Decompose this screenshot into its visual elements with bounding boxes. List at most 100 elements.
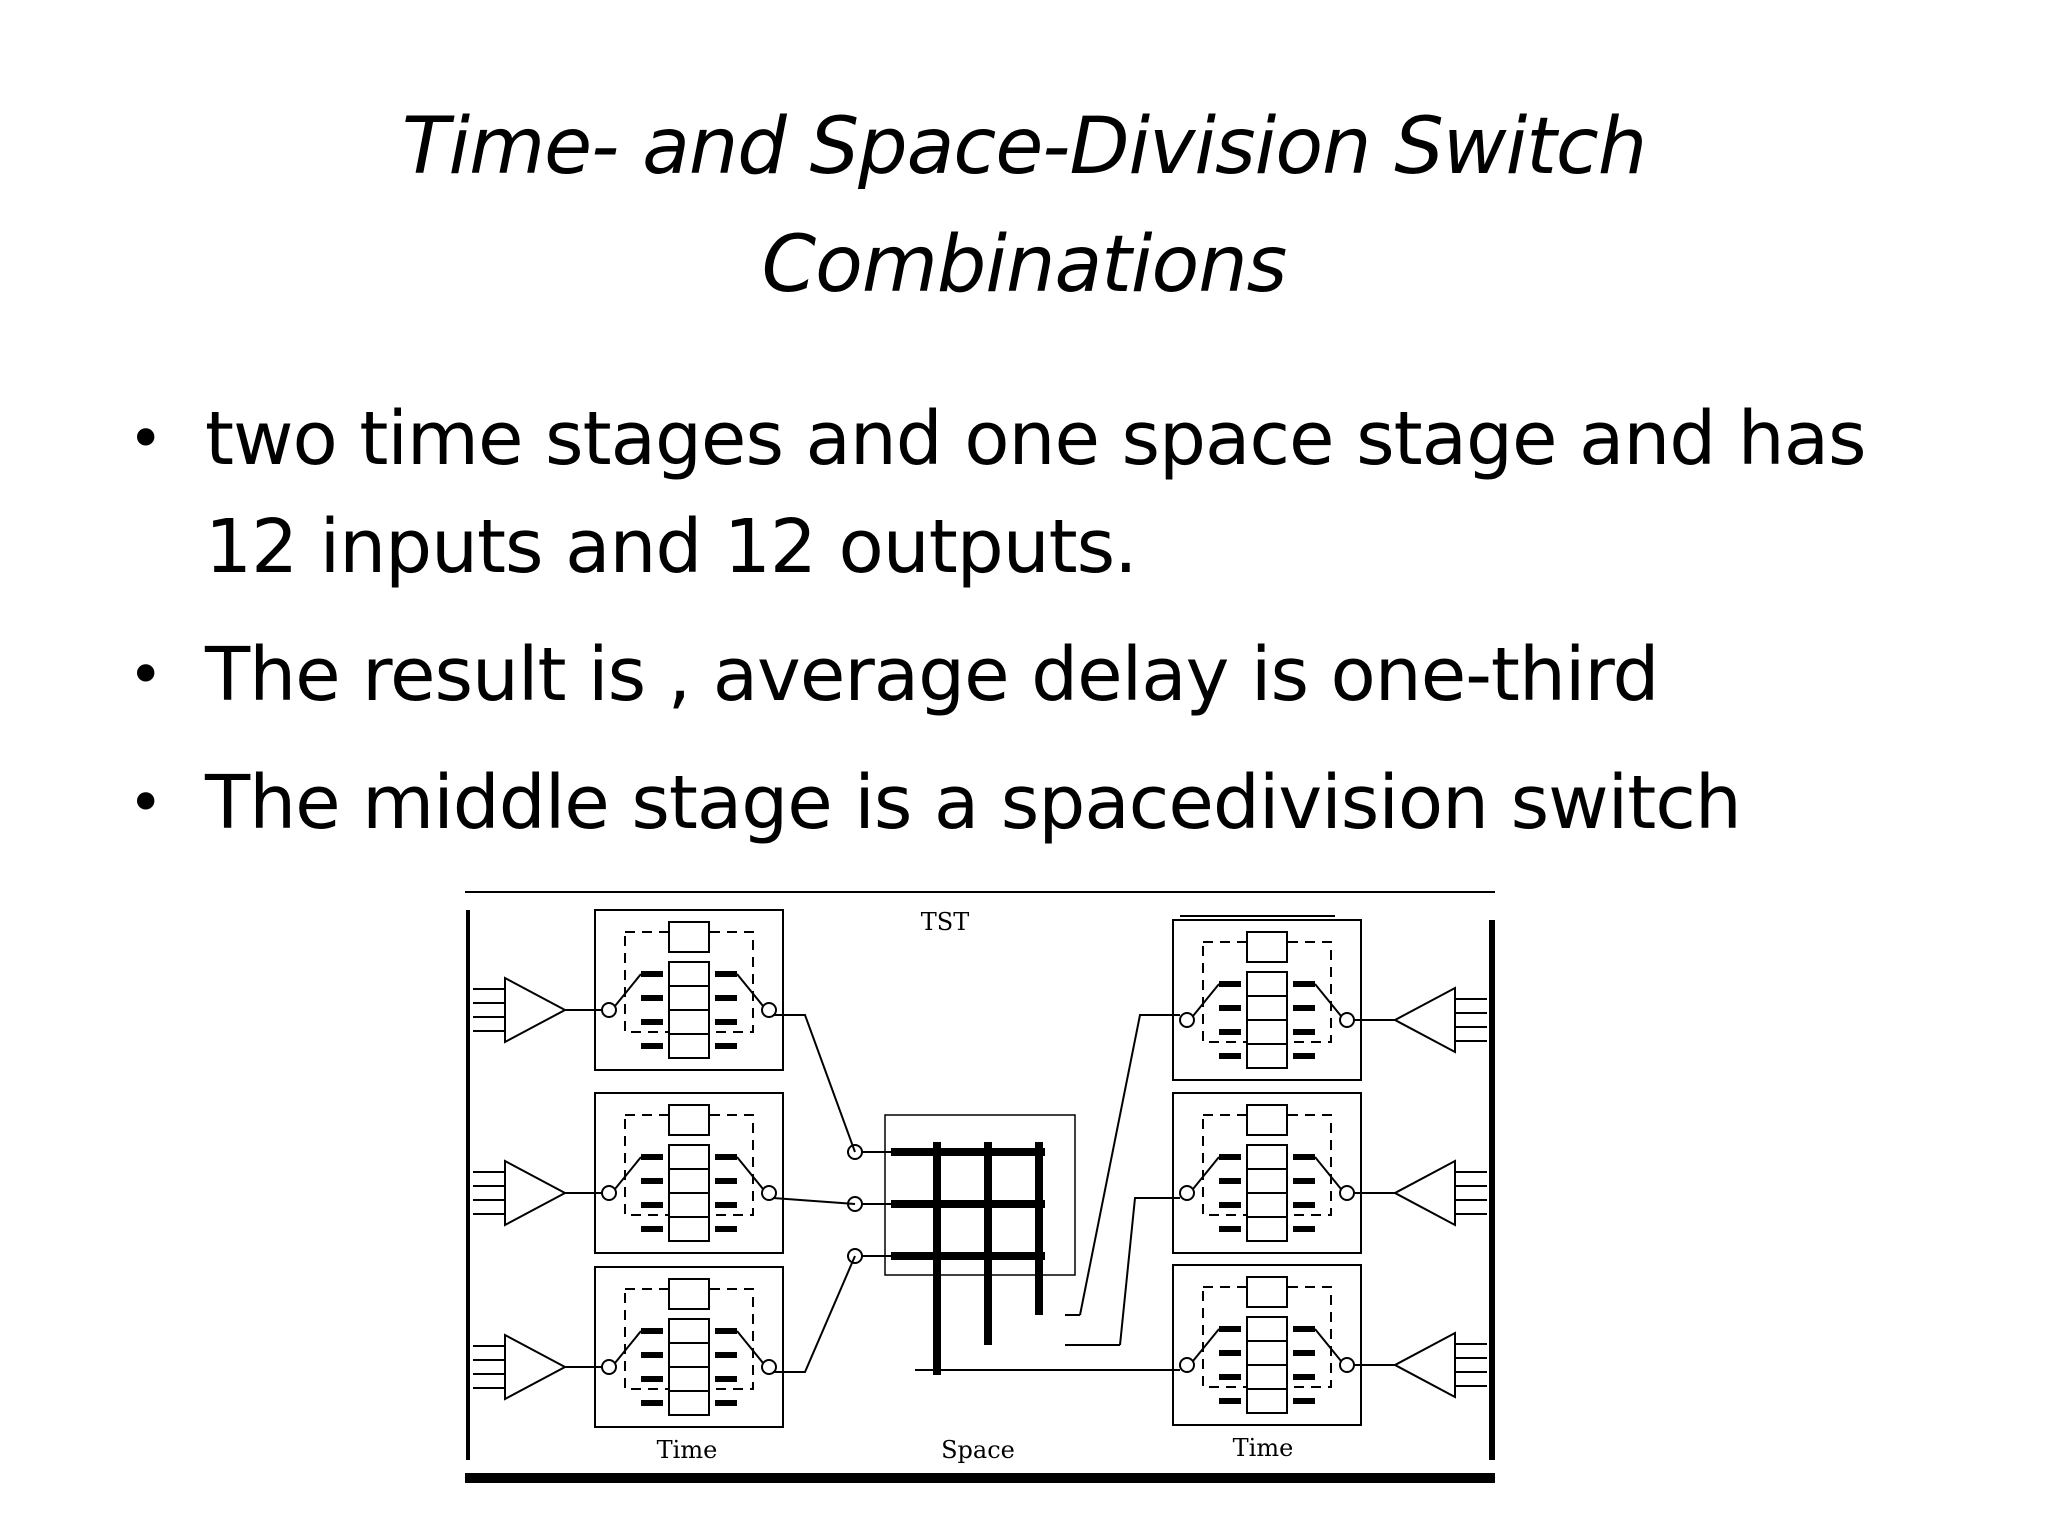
tsi-memory-slot [1246, 1192, 1288, 1218]
tsi-memory-slot [668, 1144, 710, 1170]
tsi-memory-slot [1246, 971, 1288, 997]
slide-title: Time- and Space-Division Switch Combinat… [0, 88, 2048, 324]
tst-switch-diagram: TST Time Space Time [465, 891, 1495, 1483]
tsi-memory-slot [668, 1033, 710, 1059]
connection-line [773, 1255, 856, 1373]
bullet-text: The result is , average delay is one-thi… [205, 632, 1660, 718]
mux-triangle [504, 1159, 568, 1227]
connection-line [1119, 1197, 1180, 1346]
tsi-box [1172, 1264, 1362, 1426]
tsi-input-node [601, 1185, 617, 1201]
tsi-memory-slot [1246, 1144, 1288, 1170]
left-time-label: Time [657, 1436, 718, 1464]
bullet-dot-icon: • [128, 640, 163, 710]
tsi-memory-slot [668, 985, 710, 1011]
tsi-selector-arm [1192, 1156, 1220, 1190]
tsi-memory-slot [668, 1366, 710, 1392]
tsi-memory-slot [668, 961, 710, 987]
mux-triangle [1392, 986, 1456, 1054]
bullet-text: The middle stage is a spacedivision swit… [205, 760, 1742, 846]
tsi-memory-slot [668, 1168, 710, 1194]
tsi-box [1172, 1092, 1362, 1254]
tsi-memory-slot [668, 1192, 710, 1218]
stage-connections [772, 1014, 1180, 1373]
demultiplexer-icon [1392, 1159, 1487, 1227]
tsi-selector-arm [1314, 1156, 1342, 1190]
tsi-input-node [1179, 1012, 1195, 1028]
tsi-selector-arm [1314, 983, 1342, 1017]
tsi-selector-arm [736, 1156, 764, 1190]
demultiplexer-icon [1392, 986, 1487, 1054]
tsi-memory-slot [1246, 995, 1288, 1021]
tsi-memory-slot [668, 1390, 710, 1416]
time-slot-interchange [594, 1266, 784, 1428]
tsi-selector-arm [736, 973, 764, 1007]
tsi-control-store [1246, 931, 1288, 963]
tsi-selector-arm [614, 973, 642, 1007]
connection-line [773, 1014, 856, 1153]
title-line-1: Time- and Space-Division Switch [401, 102, 1647, 192]
tsi-input-node [601, 1359, 617, 1375]
tsi-memory-slot [668, 1342, 710, 1368]
tsi-box [594, 909, 784, 1071]
bullet-list: • two time stages and one space stage an… [120, 385, 1940, 877]
space-stage [847, 1114, 1120, 1375]
tsi-box [594, 1092, 784, 1254]
bullet-item: • The middle stage is a spacedivision sw… [120, 749, 1940, 857]
mux-triangle [1392, 1331, 1456, 1399]
tsi-selector-arm [1314, 1328, 1342, 1362]
bullet-item: • The result is , average delay is one-t… [120, 621, 1940, 729]
multiplexer-icon [473, 976, 568, 1044]
tsi-box [1172, 919, 1362, 1081]
tsi-memory-slot [1246, 1388, 1288, 1414]
tsi-selector-arm [614, 1330, 642, 1364]
bullet-dot-icon: • [128, 768, 163, 838]
diagram-heading: TST [921, 908, 969, 936]
multiplexer-icon [473, 1159, 568, 1227]
tsi-box [594, 1266, 784, 1428]
title-line-2: Combinations [761, 220, 1288, 310]
tsi-control-store [1246, 1276, 1288, 1308]
tsi-output-node [1339, 1185, 1355, 1201]
tsi-output-node [761, 1185, 777, 1201]
right-time-stage [1172, 919, 1487, 1426]
time-slot-interchange [1172, 1092, 1362, 1254]
tsi-memory-slot [1246, 1364, 1288, 1390]
tsi-selector-arm [736, 1330, 764, 1364]
connection-line [1079, 1014, 1180, 1316]
bullet-text: two time stages and one space stage and … [205, 396, 1867, 590]
tsi-output-node [761, 1359, 777, 1375]
tsi-input-node [1179, 1185, 1195, 1201]
bullet-item: • two time stages and one space stage an… [120, 385, 1940, 601]
tsi-input-node [601, 1002, 617, 1018]
mux-triangle [504, 1333, 568, 1401]
time-slot-interchange [1172, 919, 1362, 1081]
tsi-memory-slot [1246, 1019, 1288, 1045]
time-slot-interchange [594, 909, 784, 1071]
mux-triangle [1392, 1159, 1456, 1227]
space-stage-box [884, 1114, 1076, 1276]
tsi-memory-slot [668, 1318, 710, 1344]
tsi-control-store [1246, 1104, 1288, 1136]
tsi-output-node [1339, 1357, 1355, 1373]
space-label: Space [941, 1436, 1015, 1464]
tsi-selector-arm [1192, 1328, 1220, 1362]
right-time-label: Time [1233, 1434, 1294, 1462]
tsi-memory-slot [668, 1009, 710, 1035]
mux-triangle [504, 976, 568, 1044]
multiplexer-icon [473, 1333, 568, 1401]
tsi-memory-slot [668, 1216, 710, 1242]
tsi-memory-slot [1246, 1340, 1288, 1366]
tsi-selector-arm [614, 1156, 642, 1190]
connection-line [772, 1197, 856, 1205]
tsi-control-store [668, 921, 710, 953]
tsi-control-store [668, 1278, 710, 1310]
tsi-memory-slot [1246, 1216, 1288, 1242]
demultiplexer-icon [1392, 1331, 1487, 1399]
tsi-control-store [668, 1104, 710, 1136]
tsi-memory-slot [1246, 1316, 1288, 1342]
time-slot-interchange [1172, 1264, 1362, 1426]
tsi-selector-arm [1192, 983, 1220, 1017]
tsi-memory-slot [1246, 1168, 1288, 1194]
left-time-stage [473, 909, 784, 1428]
